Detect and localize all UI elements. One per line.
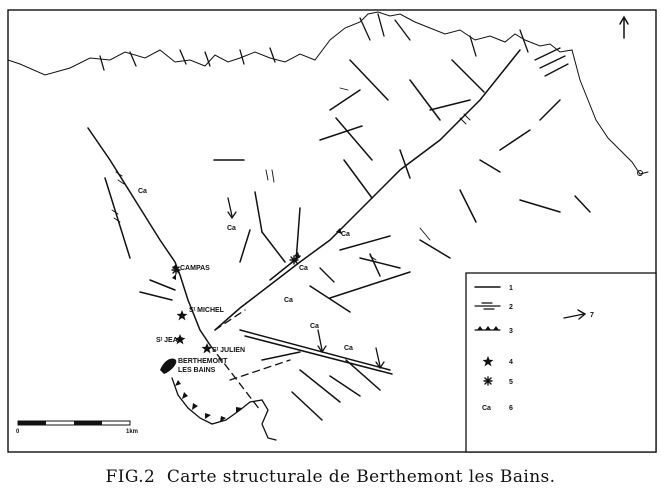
spring-star-icons [174,310,213,354]
ca-label: Ca [344,345,353,352]
thrust-teeth [175,380,242,422]
place-st-jean: Sᵗ JEAN [156,337,183,344]
place-berthemont-line1: BERTHEMONT [178,358,228,365]
star-icon-st-michel [176,310,188,321]
legend-star-icon [482,356,494,367]
ca-label: Ca [299,265,308,272]
legend-box [465,272,657,453]
legend-arrow-symbol [563,309,587,320]
ca-label: Ca [227,225,236,232]
main-faults [87,49,591,421]
berthemont-village-icon [160,358,177,374]
ridge-fault-ticks [99,13,569,77]
legend-thrust-symbol [474,326,501,331]
legend-mine-star-icon [483,376,493,386]
legend-num-5: 5 [509,379,513,386]
strike-slip-symbols [111,87,471,261]
campas-thrust-teeth [172,228,342,280]
legend: 1 2 3 4 5 Ca 6 [465,272,657,453]
map-frame [7,9,657,453]
star-icon-st-julien [201,343,213,354]
legend-num-1: 1 [509,285,513,292]
figure-caption: FIG.2 Carte structurale de Berthemont le… [0,467,661,487]
scale-end-label: 1km [126,429,138,435]
ca-label: Ca [138,188,147,195]
ca-label: Ca [284,297,293,304]
legend-num-2: 2 [509,304,513,311]
legend-num-7: 7 [590,312,594,319]
legend-num-4: 4 [509,359,513,366]
scale-bar: 0 1km [16,420,138,435]
place-campas: CAMPAS [180,265,210,272]
legend-strike-slip-symbol [474,302,501,310]
ridge-end-marker [637,170,643,176]
figure-number: FIG.2 [105,467,156,487]
star-icon-st-jean [174,334,186,345]
thrust-line [171,377,277,441]
ridge-line [7,11,649,175]
place-st-michel: Sᵗ MICHEL [189,307,225,314]
legend-ca-symbol: Ca [482,405,491,412]
dashed-faults [209,309,291,411]
mine-star-icons [171,255,299,275]
place-berthemont-line2: LES BAINS [178,367,216,374]
ca-label: Ca [310,323,319,330]
legend-num-3: 3 [509,328,513,335]
place-st-julien: Sᵗ JULIEN [212,347,245,354]
legend-num-6: 6 [509,405,513,412]
scale-start-label: 0 [16,429,20,435]
ca-label: Ca [341,231,350,238]
figure-title: Carte structurale de Berthemont les Bain… [166,467,556,487]
direction-arrows [227,197,385,370]
north-arrow-icon [619,15,629,39]
